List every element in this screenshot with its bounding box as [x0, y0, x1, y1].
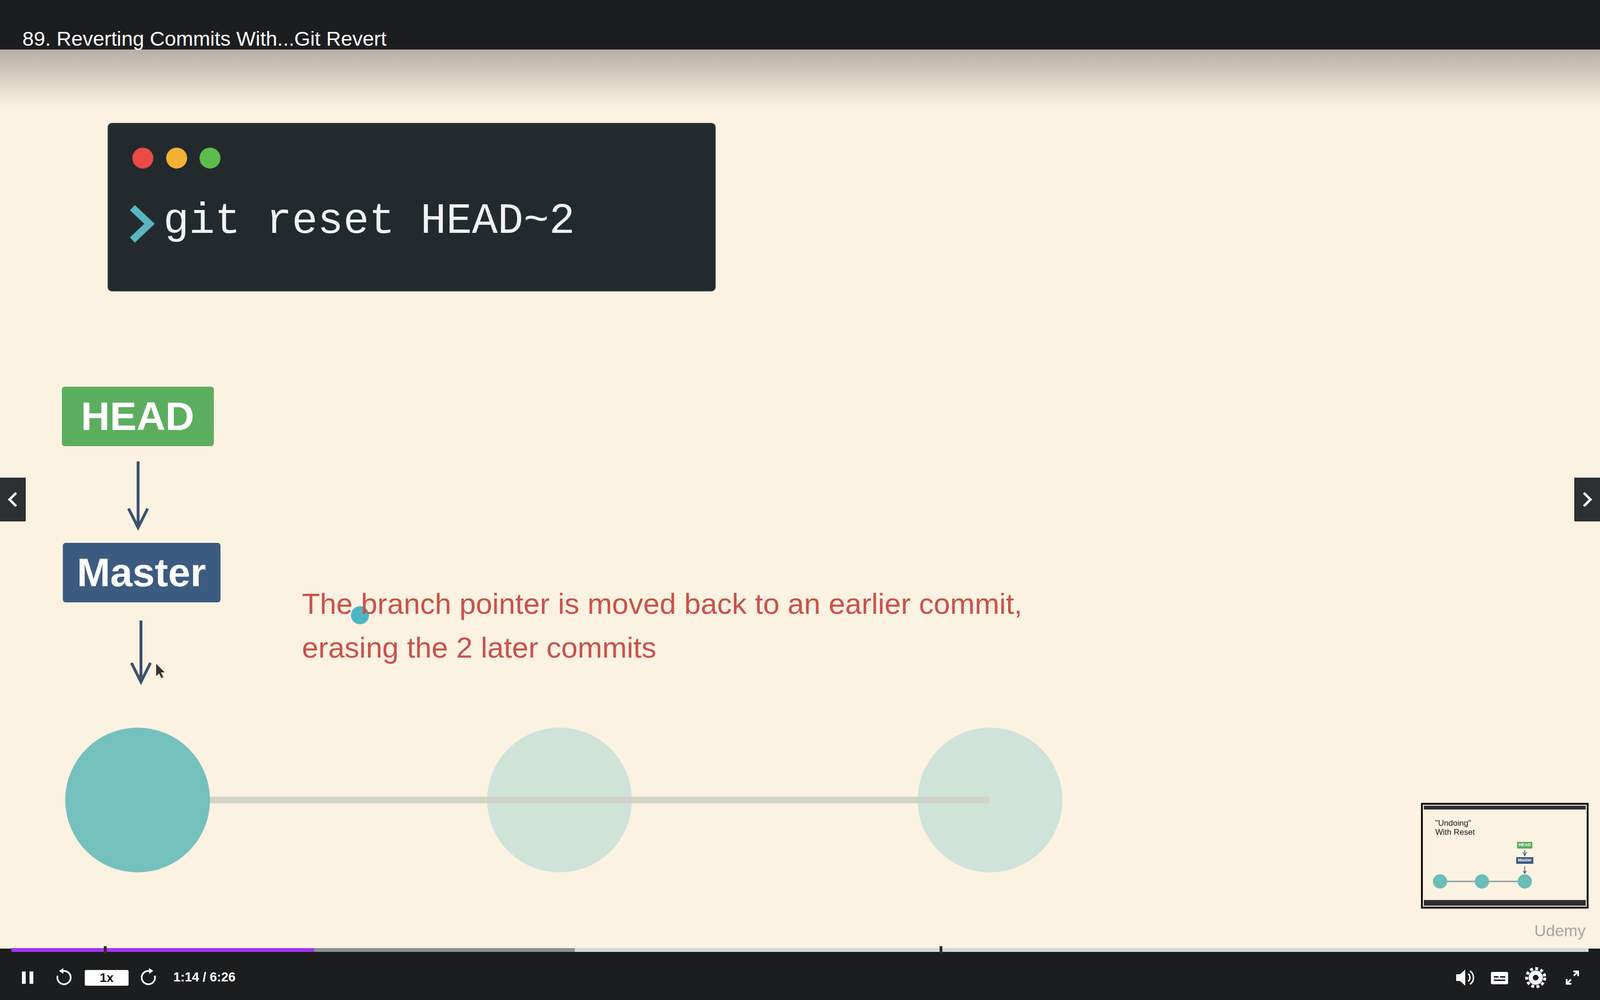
progress-marker	[103, 946, 107, 954]
next-chevron	[1583, 492, 1591, 507]
branch-pointer-box: Master	[62, 542, 221, 603]
terminal-window	[108, 123, 716, 291]
slide-top-shade	[0, 49, 1600, 107]
arrow-shaft	[136, 461, 140, 528]
pause-icon	[21, 971, 26, 984]
commit-line	[210, 796, 990, 804]
thumbnail-bottom-bar	[1423, 900, 1586, 906]
thumbnail-commit-circle	[1432, 874, 1448, 889]
next-button	[1574, 477, 1600, 522]
window-dot-red	[132, 147, 154, 169]
fullscreen-icon	[1573, 971, 1579, 976]
settings-gear-teeth	[1526, 968, 1545, 987]
thumbnail-frame	[1421, 803, 1588, 908]
fullscreen-icon	[1566, 979, 1572, 984]
prev-chevron	[9, 492, 17, 507]
slide-note: The branch pointer is moved back to an e…	[301, 581, 1121, 670]
slide-background	[0, 49, 1600, 949]
thumbnail-top-bar	[1423, 805, 1586, 810]
thumbnail-pointer-arrow-head	[1523, 870, 1527, 874]
watermark: Udemy	[1534, 921, 1586, 940]
prompt-chevron	[132, 207, 150, 240]
progress-marker	[939, 946, 943, 954]
playback-rate: 1x	[84, 970, 129, 986]
fullscreen-icon	[1573, 971, 1579, 977]
time-display: 1:14 / 6:26	[173, 969, 236, 985]
terminal-command: git reset HEAD~2	[163, 197, 575, 247]
captions-icon-line	[1493, 976, 1499, 978]
captions-icon-line	[1500, 976, 1506, 978]
captions-icon-line	[1493, 979, 1506, 981]
captions-icon	[1490, 971, 1509, 985]
lecture-title: 89. Reverting Commits With...Git Revert	[22, 26, 387, 52]
thumbnail-pointer-arrow	[1524, 866, 1526, 873]
mouse-cursor	[156, 663, 165, 679]
arrow-head	[1522, 851, 1527, 856]
window-dot-yellow	[166, 147, 188, 169]
thumbnail-commit-circle	[1517, 874, 1532, 889]
prev-button	[0, 477, 26, 522]
rewind-icon-head	[59, 968, 64, 974]
thumbnail-branch-box: Master	[1516, 857, 1534, 864]
settings-gear-hole	[1532, 974, 1539, 981]
forward-icon	[141, 970, 156, 985]
node-text: Master	[77, 550, 207, 595]
thumbnail-heading: "Undoing" With Reset	[1435, 819, 1482, 837]
window-dot-green	[199, 147, 221, 169]
node-text: HEAD	[80, 394, 195, 439]
settings-gear	[1528, 970, 1543, 985]
volume-icon	[1456, 969, 1466, 986]
thumbnail-head-box: HEAD	[1517, 841, 1533, 849]
volume-waves	[1468, 970, 1474, 985]
pause-icon	[29, 971, 34, 984]
head-pointer-box: HEAD	[61, 386, 214, 447]
progress-track	[11, 948, 1589, 952]
pointer-arrow	[139, 620, 143, 681]
commit-circle	[65, 727, 210, 873]
progress-buffered	[11, 948, 575, 952]
node-text: HEAD	[1518, 842, 1531, 848]
control-bar	[0, 948, 1600, 1000]
thumbnail-commit-circle	[1474, 874, 1490, 889]
pointer-arrow	[1522, 850, 1527, 856]
forward-icon-head	[149, 968, 154, 974]
fullscreen-icon	[1566, 979, 1571, 984]
pointer-arrow-head	[131, 662, 151, 682]
progress-played	[11, 948, 315, 952]
arrow-head	[128, 508, 148, 528]
pointer-arrow	[128, 461, 148, 528]
node-text: Master	[1517, 858, 1532, 863]
rewind-icon	[57, 970, 71, 985]
